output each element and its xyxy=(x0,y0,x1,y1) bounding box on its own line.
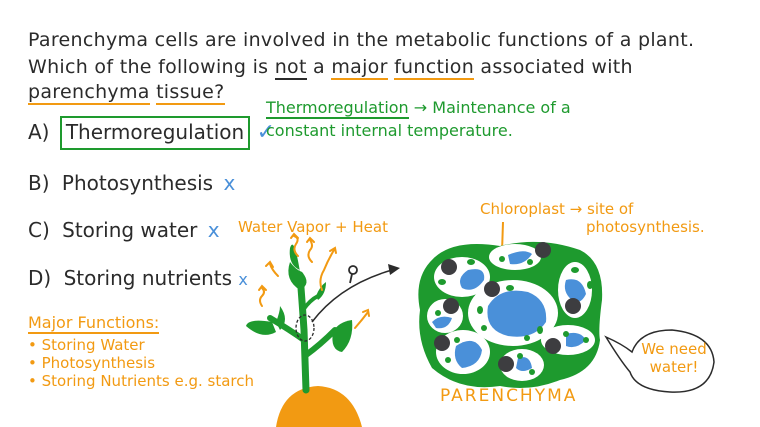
emphasis-parenchyma: parenchyma xyxy=(28,81,150,105)
option-text: Storing water xyxy=(62,218,198,242)
arrow-icon: → xyxy=(413,98,428,117)
chloroplast-note-line-1: Chloroplast → site of xyxy=(480,200,634,218)
speech-bubble-text: We need water! xyxy=(636,340,712,376)
water-vapor-label: Water Vapor + Heat xyxy=(238,218,388,236)
major-function-text: Photosynthesis xyxy=(41,354,156,372)
question-text: associated with xyxy=(474,56,633,78)
question-line-1: Parenchyma cells are involved in the met… xyxy=(28,29,695,51)
question-text: a xyxy=(306,56,332,78)
emphasis-not: not xyxy=(274,56,307,80)
question-text: Which of the following is xyxy=(28,56,275,78)
cross-icon: x xyxy=(207,218,220,242)
cross-icon: x xyxy=(238,270,248,289)
parenchyma-label: PARENCHYMA xyxy=(440,386,578,406)
speech-bubble-line-2: water! xyxy=(649,358,699,376)
option-letter: B) xyxy=(28,171,50,195)
definition-term: Thermoregulation xyxy=(266,98,409,119)
option-text: Storing nutrients xyxy=(63,266,233,290)
definition-line-2: constant internal temperature. xyxy=(266,121,513,140)
cross-icon: x xyxy=(223,171,236,195)
checkmark-icon: ✓ xyxy=(256,120,276,145)
speech-bubble-line-1: We need xyxy=(641,340,707,358)
definition-line-1: Thermoregulation → Maintenance of a xyxy=(266,97,571,119)
emphasis-tissue: tissue xyxy=(156,81,215,105)
option-text: Thermoregulation xyxy=(65,120,245,144)
option-letter: D) xyxy=(28,266,52,290)
chloroplast-note: Chloroplast → site of photosynthesis. xyxy=(480,200,705,236)
option-b[interactable]: B) Photosynthesis x xyxy=(28,171,235,195)
question-mark: ? xyxy=(214,81,225,105)
major-function-text: Storing Nutrients e.g. starch xyxy=(41,372,255,390)
option-text: Photosynthesis xyxy=(61,171,214,195)
major-functions: Major Functions: • Storing Water • Photo… xyxy=(28,313,254,390)
chloroplast-note-line-2: photosynthesis. xyxy=(586,218,705,236)
option-a[interactable]: A) Thermoregulation ✓ xyxy=(28,116,276,150)
option-letter: C) xyxy=(28,218,50,242)
major-function-item: • Photosynthesis xyxy=(28,354,156,372)
question-line-3: parenchyma tissue? xyxy=(28,80,225,105)
answer-box: Thermoregulation xyxy=(59,116,251,150)
definition-text: Maintenance of a xyxy=(432,98,571,117)
emphasis-function: function xyxy=(394,56,475,80)
option-d[interactable]: D) Storing nutrients x xyxy=(28,266,248,290)
major-function-item: • Storing Water xyxy=(28,336,145,354)
question-line-2: Which of the following is not a major fu… xyxy=(28,55,633,80)
emphasis-major: major xyxy=(331,56,388,80)
option-letter: A) xyxy=(28,120,50,144)
option-c[interactable]: C) Storing water x xyxy=(28,218,220,242)
major-function-item: • Storing Nutrients e.g. starch xyxy=(28,372,255,390)
major-function-text: Storing Water xyxy=(41,336,145,354)
major-functions-title: Major Functions: xyxy=(28,313,160,334)
